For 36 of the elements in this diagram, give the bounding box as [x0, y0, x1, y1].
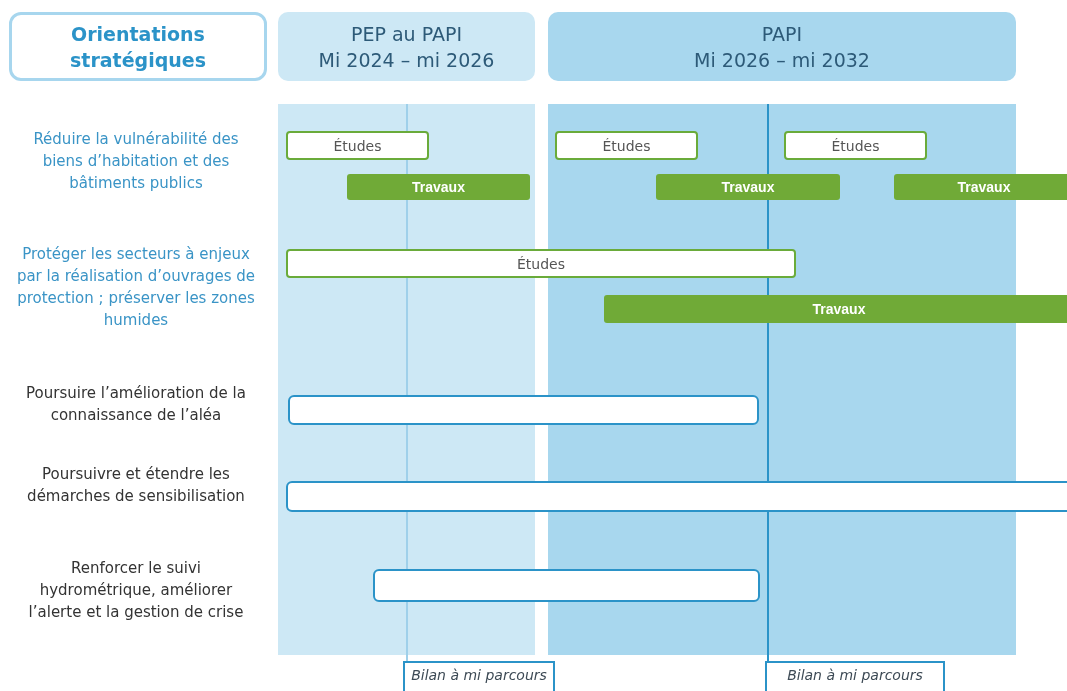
- node-title: Orientations stratégiques: [69, 21, 207, 73]
- works-bar: [604, 295, 1067, 323]
- node-title: Études: [831, 137, 880, 154]
- action-bar: [373, 569, 760, 602]
- heading-box: [9, 12, 267, 81]
- row-label: Renforcer le suivi hydrométrique, améliorer l’alerte et la gestion de crise: [27, 558, 245, 623]
- node-title: Bilan à mi parcours: [787, 667, 923, 683]
- node-subtitle: Mi 2026 – mi 2032: [694, 47, 870, 73]
- row-label: Poursuivre et étendre les démarches de sensibilisation: [26, 464, 246, 507]
- node-title: Travaux: [412, 179, 465, 195]
- node-title: Études: [517, 255, 565, 272]
- study-bar: [286, 249, 796, 278]
- works-bar: [894, 174, 1067, 200]
- row-label: Protéger les secteurs à enjeux par la réalisation d’ouvrages de protection ; préserver les zones humides: [15, 244, 257, 331]
- milestone-box: [765, 661, 945, 691]
- action-bar: [288, 395, 759, 425]
- node-title: PAPI: [761, 21, 803, 47]
- node-title: Travaux: [721, 179, 775, 195]
- node-title: Études: [333, 137, 382, 154]
- node-title: Travaux: [957, 179, 1011, 195]
- node-title: PEP au PAPI: [351, 21, 462, 47]
- row-label: Poursuire l’amélioration de la connaissance de l’aléa: [25, 383, 247, 426]
- action-bar: [286, 481, 1067, 512]
- node-subtitle: Mi 2024 – mi 2026: [318, 47, 495, 73]
- row-label: Réduire la vulnérabilité des biens d’habitation et des bâtiments publics: [32, 129, 240, 194]
- study-bar: [555, 131, 698, 160]
- works-bar: [656, 174, 840, 200]
- study-bar: [784, 131, 927, 160]
- milestone-box: [403, 661, 555, 691]
- study-bar: [286, 131, 429, 160]
- node-title: Bilan à mi parcours: [411, 667, 547, 683]
- period-header: [548, 12, 1016, 81]
- works-bar: [347, 174, 530, 200]
- node-title: Études: [602, 137, 651, 154]
- node-title: Travaux: [812, 301, 866, 317]
- period-header: [278, 12, 535, 81]
